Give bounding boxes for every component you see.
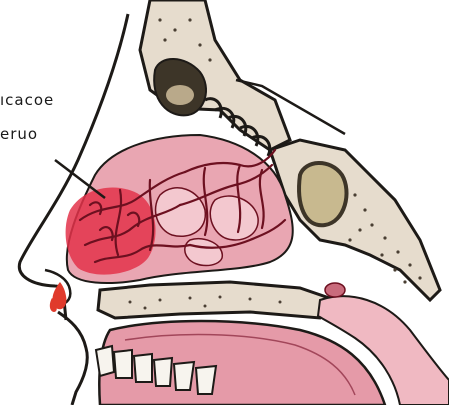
upper-lip [58,312,87,405]
sphenoid-bone [270,140,440,300]
anatomy-label-line-2: eruo [0,125,38,143]
frontal-sinus-highlight [166,85,194,105]
pharyngeal-opening [325,283,345,297]
sphenoid-sinus [299,163,346,225]
hard-palate [98,282,335,318]
anatomy-label-line-1: ıcacoe [0,91,54,109]
